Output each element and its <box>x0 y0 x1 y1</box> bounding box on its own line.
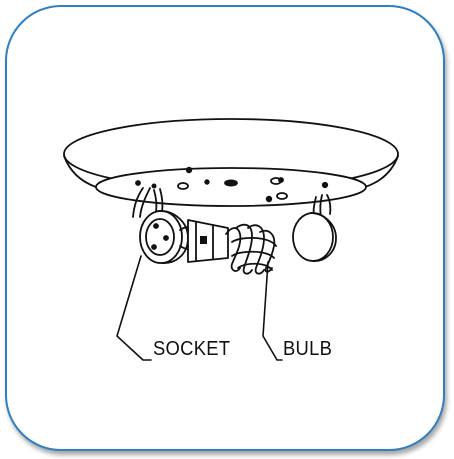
cap-icon <box>292 194 337 262</box>
bulb-label: BULB <box>283 338 333 360</box>
leader-lines <box>116 255 283 361</box>
socket-label: SOCKET <box>153 338 231 360</box>
socket-icon <box>139 210 189 264</box>
bulb-base <box>179 219 229 263</box>
bulb-leader-line <box>262 261 283 361</box>
socket-leader-line <box>116 255 152 361</box>
ceiling-fixture-dome-icon <box>63 118 399 207</box>
spiral-bulb-icon <box>225 223 277 275</box>
